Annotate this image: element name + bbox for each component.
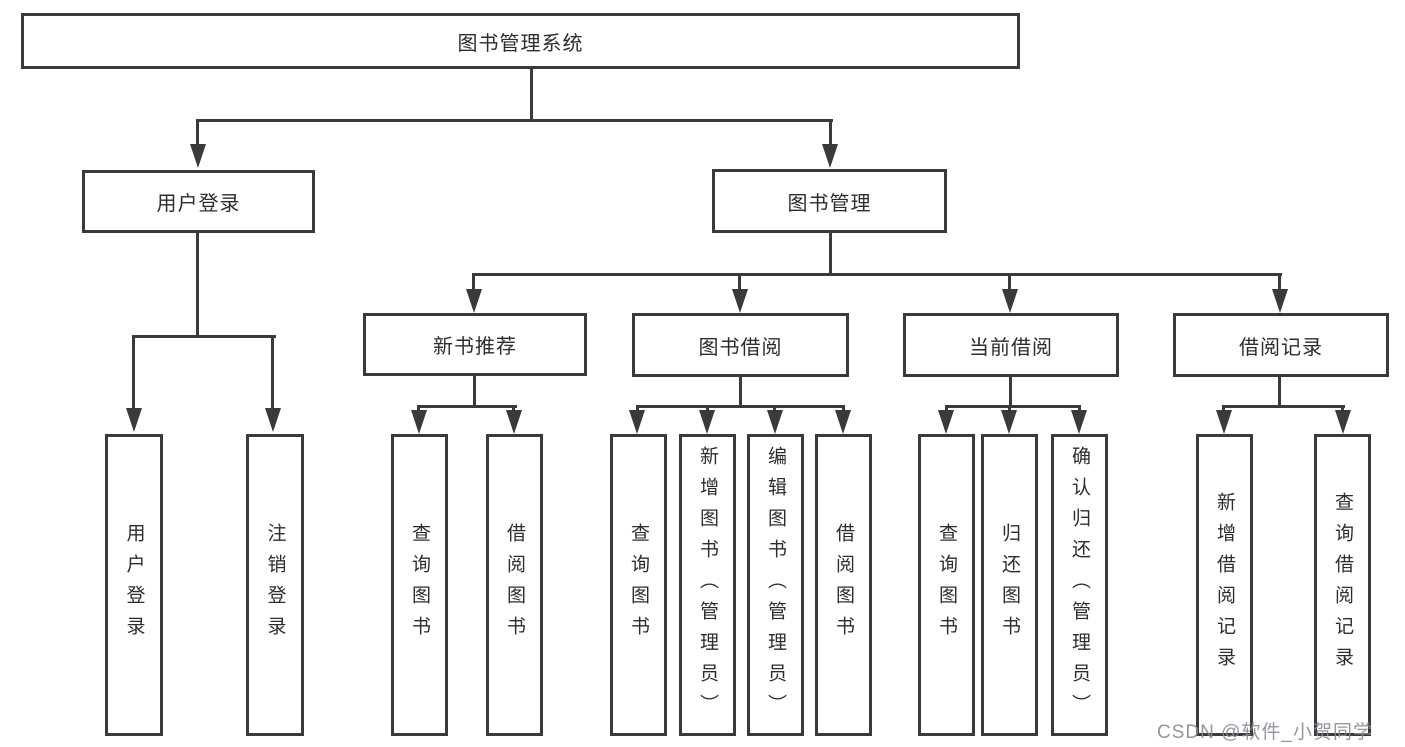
connector-line: [132, 335, 135, 413]
connector-line: [417, 405, 517, 408]
connector-line: [472, 273, 475, 293]
arrow-down-icon: [699, 410, 715, 434]
connector-line: [1008, 273, 1011, 293]
arrow-down-icon: [1272, 289, 1288, 313]
leaf-nbr-query-books: 查询图书: [391, 434, 448, 736]
arrow-down-icon: [1071, 410, 1087, 434]
leaf-br-add-record: 新增借阅记录: [1196, 434, 1253, 736]
node-root: 图书管理系统: [21, 13, 1020, 69]
leaf-cb-return-books: 归还图书: [981, 434, 1038, 736]
connector-line: [196, 119, 199, 148]
connector-line: [636, 405, 845, 408]
connector-line: [132, 335, 276, 338]
connector-line: [1341, 405, 1344, 414]
arrow-down-icon: [835, 410, 851, 434]
connector-line: [473, 376, 476, 408]
leaf-bb-add-books-admin: 新增图书（管理员）: [679, 434, 736, 736]
leaf-br-query-record: 查询借阅记录: [1314, 434, 1371, 736]
leaf-bb-edit-books-admin: 编辑图书（管理员）: [747, 434, 804, 736]
leaf-cb-query-books: 查询图书: [918, 434, 975, 736]
connector-line: [706, 405, 709, 414]
arrow-down-icon: [732, 289, 748, 313]
arrow-down-icon: [411, 410, 427, 434]
connector-line: [1278, 273, 1281, 293]
connector-line: [472, 273, 1282, 276]
leaf-bb-borrow-books: 借阅图书: [815, 434, 872, 736]
node-book-borrowing: 图书借阅: [632, 313, 849, 377]
arrow-down-icon: [822, 144, 838, 168]
leaf-logout-login: 注销登录: [246, 434, 304, 736]
connector-line: [271, 335, 274, 413]
leaf-user-login: 用户登录: [105, 434, 163, 736]
arrow-down-icon: [190, 144, 206, 168]
arrow-down-icon: [938, 410, 954, 434]
arrow-down-icon: [126, 408, 142, 432]
arrow-down-icon: [1002, 289, 1018, 313]
node-borrowing-records: 借阅记录: [1173, 313, 1389, 377]
connector-line: [1278, 377, 1281, 408]
connector-line: [417, 405, 420, 414]
arrow-down-icon: [265, 408, 281, 432]
node-new-book-recommend: 新书推荐: [363, 313, 587, 376]
connector-line: [739, 377, 742, 408]
arrow-down-icon: [466, 289, 482, 313]
arrow-down-icon: [506, 410, 522, 434]
leaf-bb-query-books: 查询图书: [610, 434, 667, 736]
connector-line: [829, 119, 832, 148]
connector-line: [945, 405, 948, 414]
connector-line: [196, 233, 199, 337]
connector-line: [196, 119, 833, 122]
watermark: CSDN @软件_小贺同学: [1157, 722, 1373, 743]
node-current-borrowing: 当前借阅: [903, 313, 1119, 377]
arrow-down-icon: [767, 410, 783, 434]
leaf-cb-confirm-return-admin: 确认归还（管理员）: [1051, 434, 1108, 736]
connector-line: [530, 68, 533, 121]
connector-line: [773, 405, 776, 414]
connector-line: [1008, 405, 1011, 414]
connector-line: [945, 405, 1081, 408]
connector-line: [1222, 405, 1225, 414]
arrow-down-icon: [1335, 410, 1351, 434]
node-book-management: 图书管理: [712, 169, 947, 233]
arrow-down-icon: [1001, 410, 1017, 434]
connector-line: [842, 405, 845, 414]
leaf-nbr-borrow-books: 借阅图书: [486, 434, 543, 736]
connector-line: [1222, 405, 1345, 408]
arrow-down-icon: [629, 410, 645, 434]
arrow-down-icon: [1216, 410, 1232, 434]
connector-line: [512, 405, 515, 414]
connector-line: [1078, 405, 1081, 414]
connector-line: [829, 233, 832, 275]
connector-line: [738, 273, 741, 293]
connector-line: [636, 405, 639, 414]
connector-line: [1009, 377, 1012, 408]
node-user-login: 用户登录: [82, 170, 315, 233]
